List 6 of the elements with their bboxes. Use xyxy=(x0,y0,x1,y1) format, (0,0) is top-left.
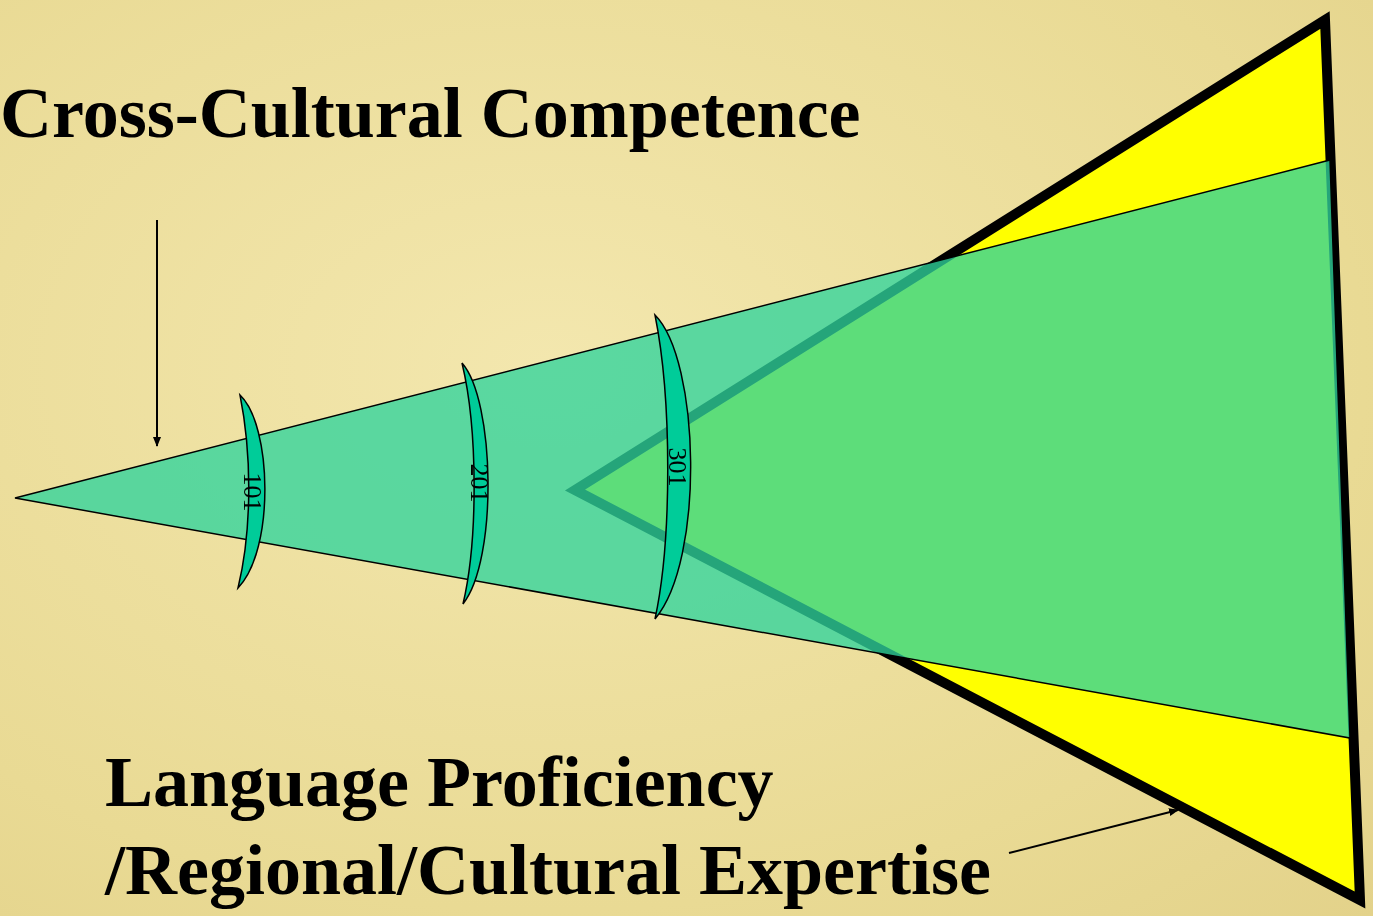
course-number: 301 xyxy=(664,447,690,487)
label-text: Language Proficiency /Regional/Cultural Expertise xyxy=(105,738,1010,914)
heading-text: Cross-Cultural Competence xyxy=(0,72,960,155)
course-number: 201 xyxy=(466,463,492,503)
arrow xyxy=(1008,808,1179,854)
arrow xyxy=(153,219,161,447)
